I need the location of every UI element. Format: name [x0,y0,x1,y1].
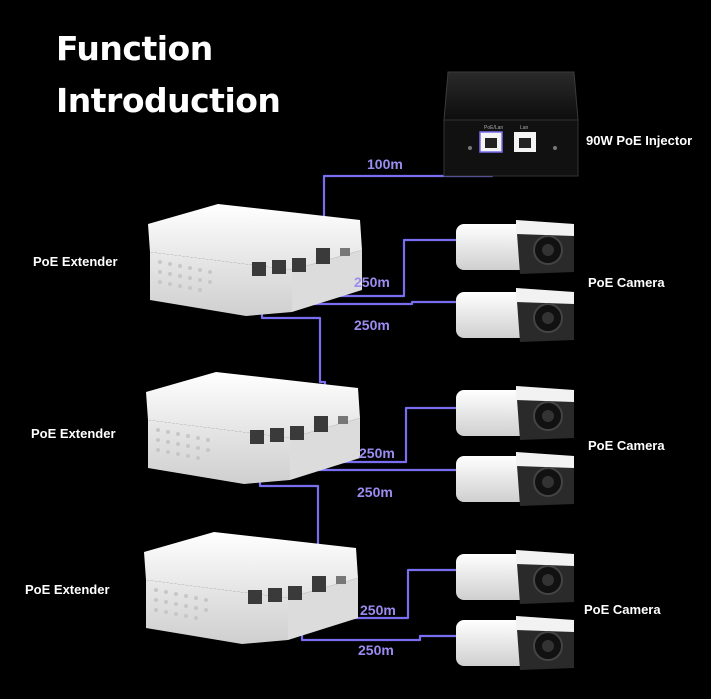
distance-group1-b: 250m [354,317,390,333]
distance-group2-b: 250m [357,484,393,500]
title-line-1: Function [56,29,213,68]
extender-device-1 [148,204,362,316]
distance-group3-a: 250m [360,602,396,618]
distance-injector: 100m [367,156,403,172]
extender-label-2: PoE Extender [31,426,116,441]
title-line-2: Introduction [56,81,281,120]
extender-label-3: PoE Extender [25,582,110,597]
extender-label-1: PoE Extender [33,254,118,269]
distance-group2-a: 250m [359,445,395,461]
camera-3a [456,550,574,604]
poe-injector: PoE/Lan Lan [443,71,579,177]
camera-1b [456,288,574,342]
distance-group3-b: 250m [358,642,394,658]
camera-3b [456,616,574,670]
camera-label-1: PoE Camera [588,275,665,290]
camera-2a [456,386,574,440]
camera-2b [456,452,574,506]
injector-port-label-1: PoE/Lan [484,125,503,131]
injector-port-label-2: Lan [520,125,529,131]
extender-device-2 [146,372,360,484]
camera-1a [456,220,574,274]
injector-label: 90W PoE Injector [586,133,693,148]
distance-group1-a: 250m [354,274,390,290]
camera-label-2: PoE Camera [588,438,665,453]
camera-label-3: PoE Camera [584,602,661,617]
extender-device-3 [144,532,358,644]
